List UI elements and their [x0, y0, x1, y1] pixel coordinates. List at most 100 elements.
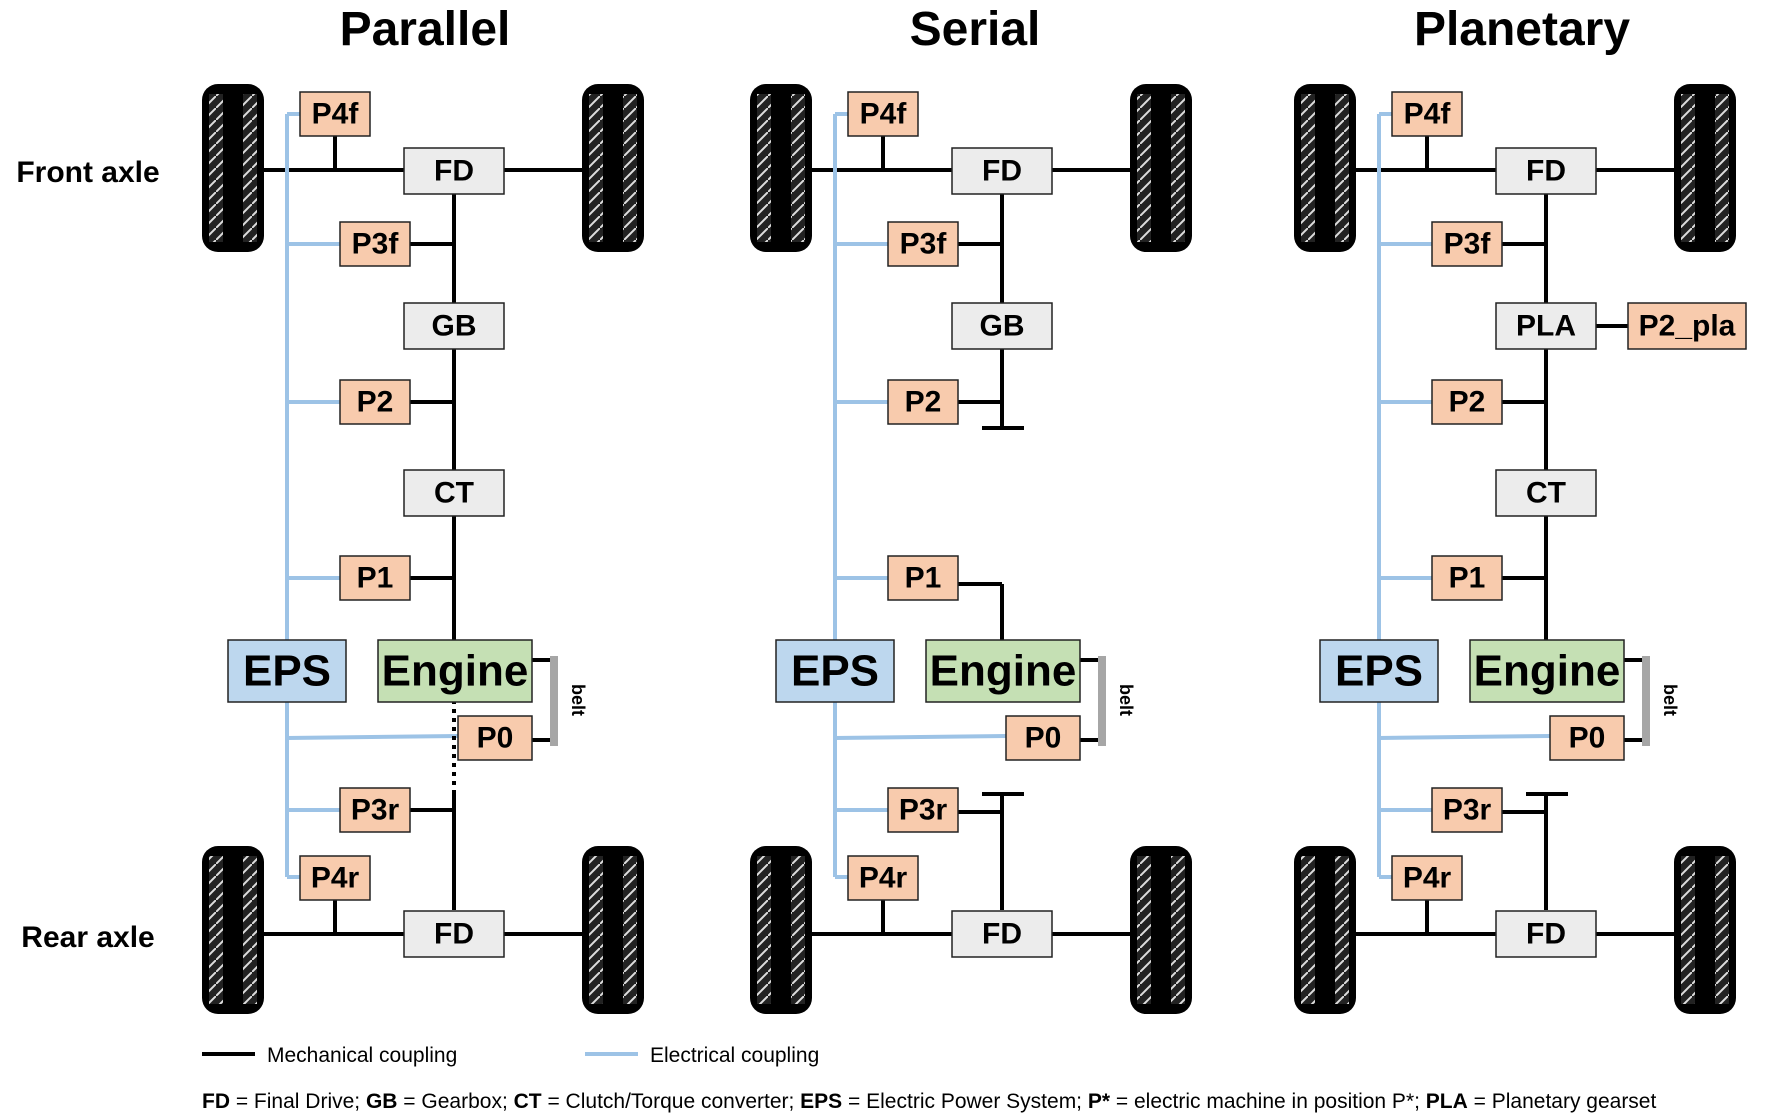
engine: Engine: [925, 639, 1081, 703]
title-parallel: Parallel: [340, 3, 511, 56]
elec-p0: [286, 734, 459, 740]
p4f-motor-label: P4f: [860, 98, 908, 131]
engine: Engine: [377, 639, 533, 703]
electric-power-system: EPS: [1319, 639, 1439, 703]
p3r-motor-label: P3r: [351, 794, 400, 827]
abbreviation-footnote: FD = Final Drive; GB = Gearbox; CT = Clu…: [202, 1090, 1656, 1113]
clutch-torque-converter: CT: [1495, 469, 1597, 517]
electric-power-system-label: EPS: [1335, 647, 1423, 696]
p4r-motor-label: P4r: [859, 862, 908, 895]
rear-final-drive: FD: [403, 910, 505, 958]
front-left-tire-icon: [202, 84, 264, 252]
p2-motor-label: P2: [905, 386, 942, 419]
front-right-tire-icon: [1130, 84, 1192, 252]
p0-motor-label: P0: [477, 722, 514, 755]
p2-motor: P2: [1431, 379, 1503, 425]
elec-p0: [834, 734, 1007, 740]
footnote-term-2: CT: [514, 1090, 542, 1113]
belt-label: belt: [1660, 684, 1680, 716]
p4r-motor: P4r: [299, 855, 371, 901]
p3r-motor-label: P3r: [899, 794, 948, 827]
belt-bar: [1642, 656, 1650, 746]
footnote-definition-4: = electric machine in position P*;: [1110, 1090, 1426, 1113]
rear-left-tire-icon: [750, 846, 812, 1014]
p4r-motor-label: P4r: [1403, 862, 1452, 895]
p3r-motor: P3r: [887, 787, 959, 833]
title-serial: Serial: [910, 3, 1041, 56]
rear-final-drive: FD: [951, 910, 1053, 958]
electric-power-system: EPS: [227, 639, 347, 703]
p4r-motor: P4r: [1391, 855, 1463, 901]
p2-motor: P2: [339, 379, 411, 425]
p2-motor-label: P2: [357, 386, 394, 419]
p3f-motor-label: P3f: [1444, 228, 1492, 261]
mechanical-legend-label: Mechanical coupling: [267, 1044, 457, 1067]
front-final-drive: FD: [403, 147, 505, 195]
planetary-gearset: PLA: [1495, 302, 1597, 350]
gearbox: GB: [403, 302, 505, 350]
belt-bar: [550, 656, 558, 746]
footnote-definition-5: = Planetary gearset: [1468, 1090, 1657, 1113]
p1-motor-label: P1: [357, 562, 394, 595]
p3f-motor-label: P3f: [352, 228, 400, 261]
engine-label: Engine: [930, 647, 1077, 696]
footnote-definition-3: = Electric Power System;: [842, 1090, 1088, 1113]
front-axle-label: Front axle: [16, 156, 159, 189]
p1-motor-label: P1: [905, 562, 942, 595]
clutch-torque-converter-label: CT: [434, 477, 474, 510]
p4r-motor-label: P4r: [311, 862, 360, 895]
footnote-term-3: EPS: [800, 1090, 842, 1113]
gearbox-label: GB: [980, 310, 1025, 343]
rear-final-drive-label: FD: [434, 918, 474, 951]
p3f-motor: P3f: [339, 221, 411, 267]
elec-p0: [1378, 734, 1551, 740]
rear-axle-label: Rear axle: [21, 921, 154, 954]
rear-final-drive: FD: [1495, 910, 1597, 958]
electric-power-system-label: EPS: [791, 647, 879, 696]
p4f-motor: P4f: [299, 91, 371, 137]
p3f-motor: P3f: [887, 221, 959, 267]
front-final-drive-label: FD: [434, 155, 474, 188]
gearbox-label: GB: [432, 310, 477, 343]
clutch-torque-converter: CT: [403, 469, 505, 517]
front-final-drive-label: FD: [1526, 155, 1566, 188]
p1-motor: P1: [339, 555, 411, 601]
title-planetary: Planetary: [1414, 3, 1630, 56]
p4f-motor: P4f: [847, 91, 919, 137]
p0-motor-label: P0: [1569, 722, 1606, 755]
p3r-motor: P3r: [339, 787, 411, 833]
gearbox: GB: [951, 302, 1053, 350]
p4f-motor-label: P4f: [312, 98, 360, 131]
p0-motor: P0: [1549, 715, 1625, 761]
belt-label: belt: [568, 684, 588, 716]
p4f-motor: P4f: [1391, 91, 1463, 137]
front-final-drive: FD: [1495, 147, 1597, 195]
rear-final-drive-label: FD: [982, 918, 1022, 951]
rear-right-tire-icon: [582, 846, 644, 1014]
belt-bar: [1098, 656, 1106, 746]
front-final-drive-label: FD: [982, 155, 1022, 188]
front-left-tire-icon: [750, 84, 812, 252]
p0-motor-label: P0: [1025, 722, 1062, 755]
front-right-tire-icon: [1674, 84, 1736, 252]
footnote-definition-1: = Gearbox;: [397, 1090, 513, 1113]
p4f-motor-label: P4f: [1404, 98, 1452, 131]
engine-label: Engine: [1474, 647, 1621, 696]
p3f-motor: P3f: [1431, 221, 1503, 267]
rear-right-tire-icon: [1674, 846, 1736, 1014]
electric-power-system-label: EPS: [243, 647, 331, 696]
electric-power-system: EPS: [775, 639, 895, 703]
p4r-motor: P4r: [847, 855, 919, 901]
engine-label: Engine: [382, 647, 529, 696]
p2-pla-motor: P2_pla: [1627, 302, 1747, 350]
footnote-term-5: PLA: [1426, 1090, 1468, 1113]
planetary-gearset-label: PLA: [1516, 310, 1576, 343]
clutch-torque-converter-label: CT: [1526, 477, 1566, 510]
front-final-drive: FD: [951, 147, 1053, 195]
p2-motor-label: P2: [1449, 386, 1486, 419]
